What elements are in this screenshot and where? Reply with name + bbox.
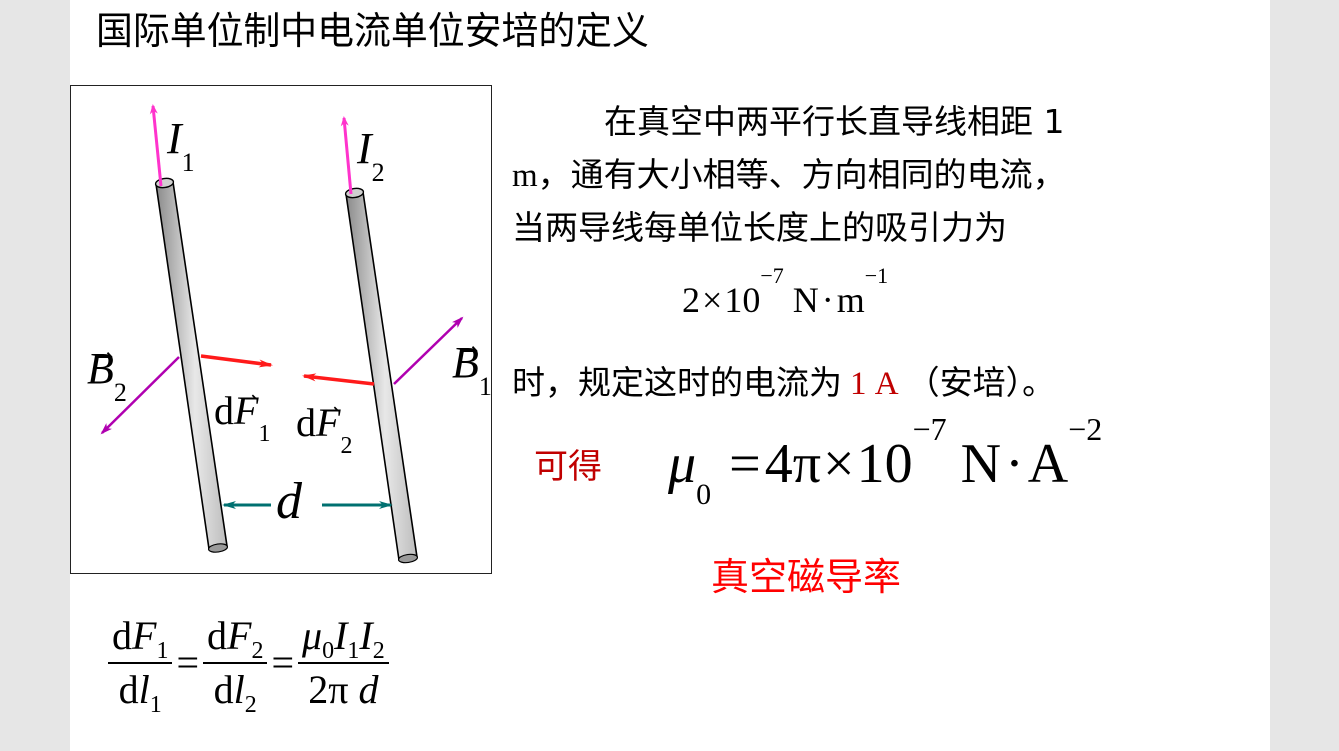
definition-line-3: 当两导线每单位长度上的吸引力为 [512, 208, 1007, 247]
wire-1 [154, 177, 229, 553]
ampere-highlight: 1 A [850, 366, 899, 402]
label-b2: ⇀B2 [87, 344, 127, 407]
mu0-formula: μ0 =4π×10−7 N·A−2 [668, 411, 1103, 512]
wires-diagram [100, 104, 464, 564]
vacuum-permeability-label: 真空磁导率 [711, 555, 902, 599]
force-per-length-equation: dF1 dl1 = dF2 dl2 = μ0I1I2 2π d [104, 612, 393, 717]
current-arrow-i2 [340, 116, 353, 195]
wire-2 [344, 187, 419, 564]
parallel-wires-figure [70, 85, 492, 574]
fraction-df1-dl1: dF1 dl1 [108, 612, 173, 717]
force-arrow-df1 [200, 354, 273, 368]
force-arrow-df2 [302, 373, 375, 386]
label-i1: I1 [167, 114, 195, 177]
current-arrow-i1 [149, 104, 163, 187]
force-per-length-formula: 2×10−7 N·m−1 [682, 263, 889, 321]
fraction-mu0-i1-i2: μ0I1I2 2π d [298, 612, 389, 714]
label-distance-d: d [276, 473, 302, 530]
definition-line-2: m，通有大小相等、方向相同的电流， [512, 155, 1066, 194]
label-df2: d⇀F2 [296, 400, 353, 459]
field-arrow-b1 [393, 316, 464, 385]
definition-line-1: 在真空中两平行长直导线相距 1 [604, 102, 1065, 141]
label-df1: d⇀F1 [214, 388, 271, 447]
hence-label: 可得 [534, 447, 602, 487]
slide-title: 国际单位制中电流单位安培的定义 [96, 9, 649, 53]
field-arrow-b2 [100, 356, 180, 435]
label-b1: ⇀B1 [452, 338, 492, 401]
label-i2: I2 [357, 124, 385, 187]
fraction-df2-dl2: dF2 dl2 [203, 612, 268, 717]
